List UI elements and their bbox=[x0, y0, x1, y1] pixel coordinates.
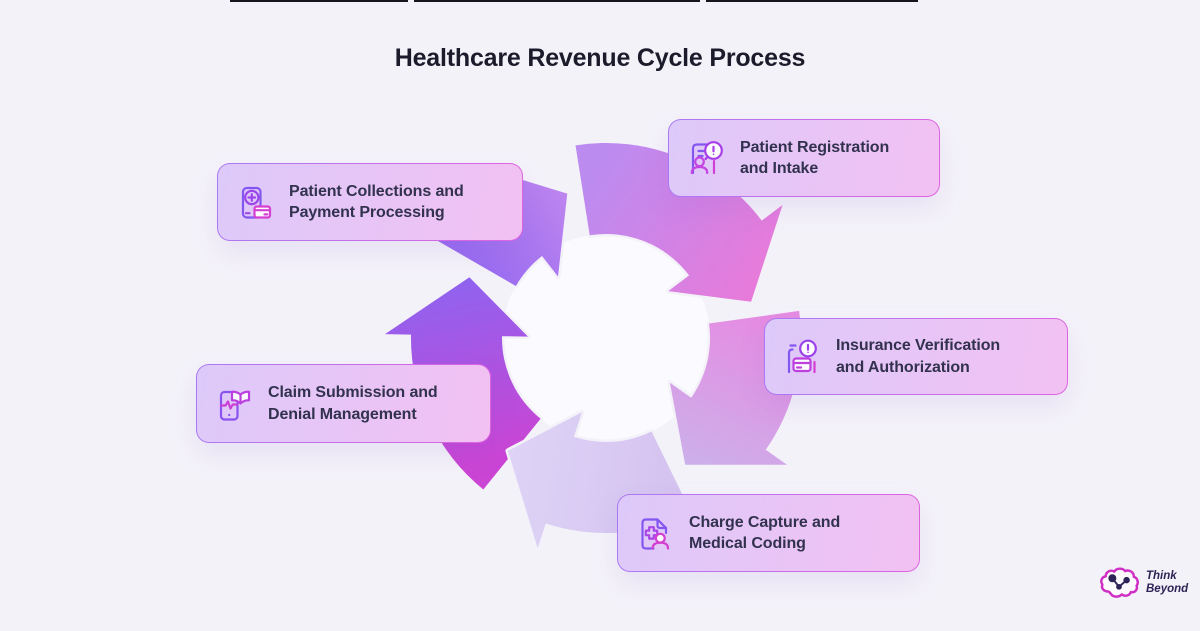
insurance-verification-icon bbox=[787, 339, 817, 373]
page-title: Healthcare Revenue Cycle Process bbox=[394, 44, 806, 72]
claim-submission-icon bbox=[219, 390, 251, 421]
cycle-arrow-top-right-segment bbox=[573, 140, 785, 305]
patient-collections-icon bbox=[241, 186, 272, 219]
top-edge-artifact bbox=[706, 0, 918, 2]
patient-registration-icon bbox=[690, 141, 723, 175]
cycle-center-disc bbox=[502, 234, 710, 442]
think-beyond-cloud-icon bbox=[1100, 567, 1139, 598]
charge-capture-icon bbox=[641, 518, 670, 550]
top-edge-artifact bbox=[230, 0, 408, 2]
top-edge-artifact bbox=[414, 0, 700, 2]
